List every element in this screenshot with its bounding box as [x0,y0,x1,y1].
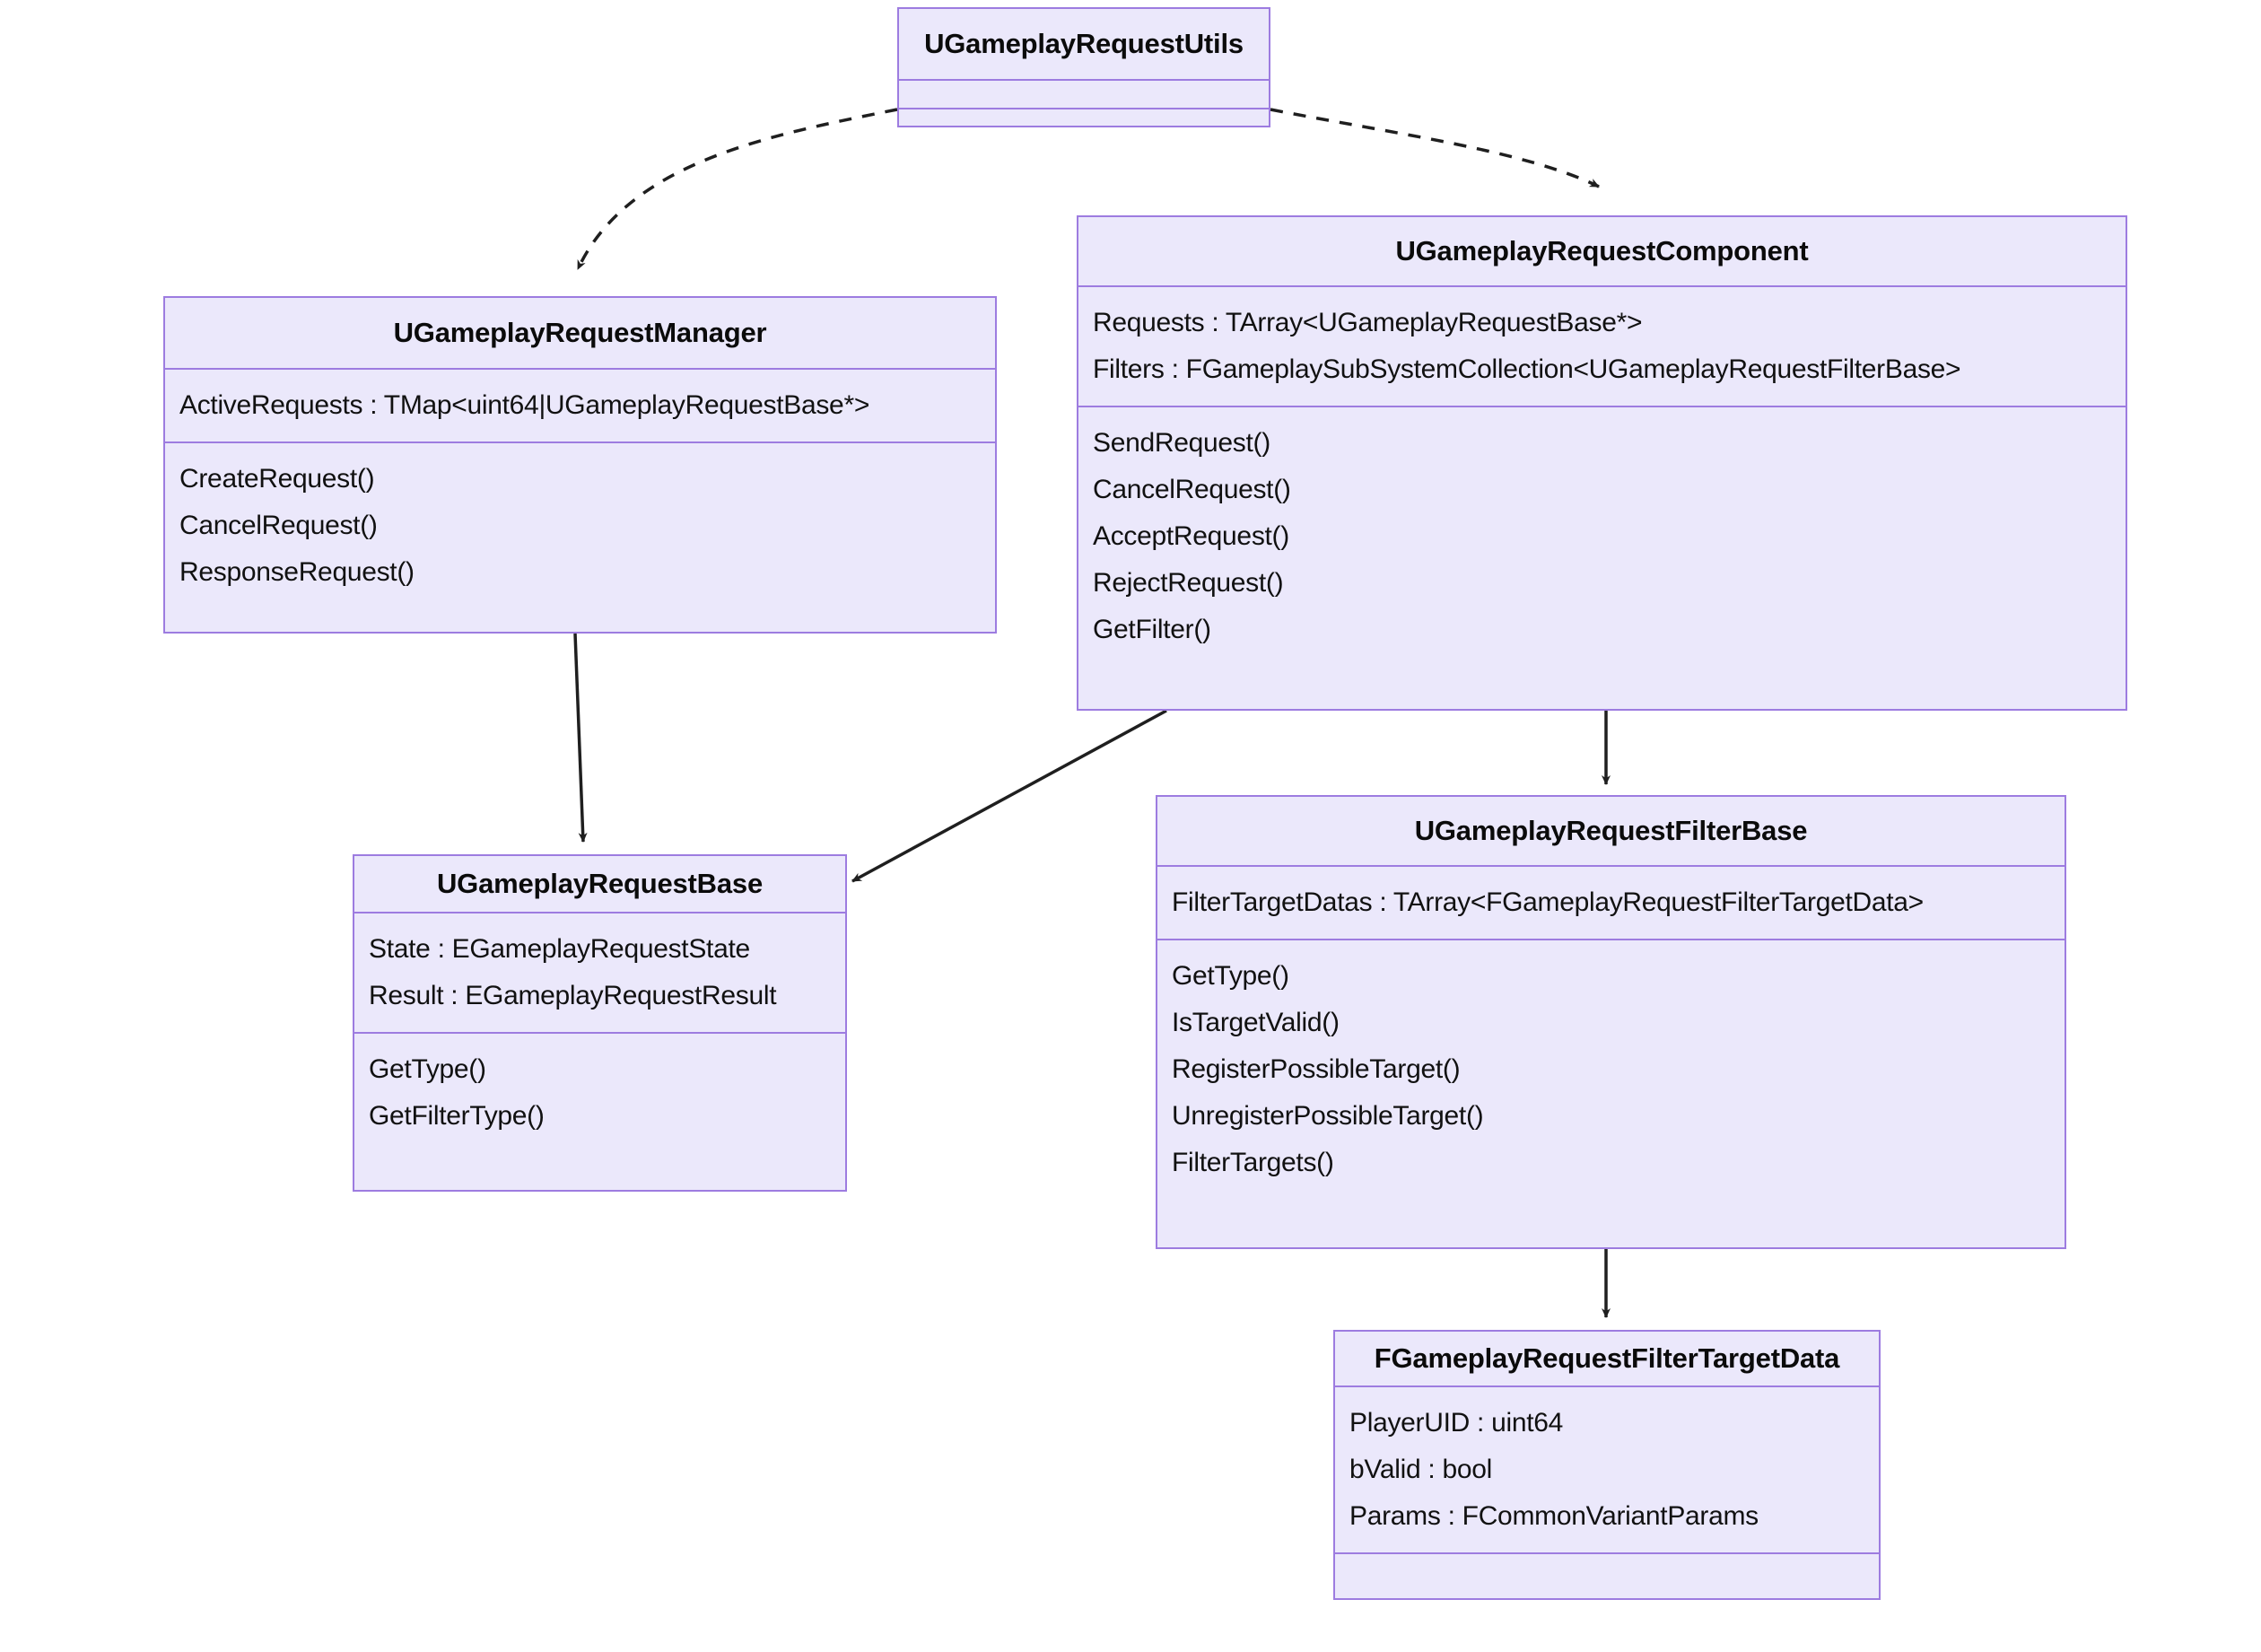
edge-utils-to-component [1270,108,1600,188]
class-attribute: FilterTargetDatas : TArray<FGameplayRequ… [1172,887,1924,917]
edge-component-to-request-base [851,709,1167,883]
class-method: AcceptRequest() [1093,521,1289,551]
class-node-utils[interactable]: UGameplayRequestUtils [897,7,1270,127]
class-attribute: bValid : bool [1349,1455,1492,1484]
edge-utils-to-manager [576,108,898,270]
class-title-component: UGameplayRequestComponent [1395,235,1809,267]
class-method: UnregisterPossibleTarget() [1172,1101,1484,1131]
class-attribute: ActiveRequests : TMap<uint64|UGameplayRe… [179,390,870,420]
class-title-request-base: UGameplayRequestBase [437,868,763,899]
class-methods-utils [899,108,1269,127]
class-method: GetFilter() [1093,615,1211,644]
class-title-manager: UGameplayRequestManager [393,317,767,348]
class-attribute: State : EGameplayRequestState [369,934,750,964]
class-attributes-utils [899,79,1269,108]
class-method: CancelRequest() [1093,475,1291,504]
class-methods-filter-base: GetType() IsTargetValid() RegisterPossib… [1157,939,2065,1199]
class-title-utils: UGameplayRequestUtils [924,28,1244,59]
class-node-filter-base[interactable]: UGameplayRequestFilterBase FilterTargetD… [1156,795,2066,1249]
class-attributes-filter-target-data: PlayerUID : uint64 bValid : bool Params … [1335,1385,1879,1552]
class-attribute: Result : EGameplayRequestResult [369,981,777,1010]
class-method: FilterTargets() [1172,1148,1334,1177]
class-attributes-filter-base: FilterTargetDatas : TArray<FGameplayRequ… [1157,865,2065,939]
class-attribute: PlayerUID : uint64 [1349,1408,1564,1438]
class-attributes-manager: ActiveRequests : TMap<uint64|UGameplayRe… [165,368,995,441]
edge-manager-to-request-base [573,633,588,843]
class-method: RejectRequest() [1093,568,1284,598]
class-node-component[interactable]: UGameplayRequestComponent Requests : TAr… [1077,215,2127,711]
class-node-manager[interactable]: UGameplayRequestManager ActiveRequests :… [163,296,997,634]
class-method: CreateRequest() [179,464,375,494]
class-title-filter-base: UGameplayRequestFilterBase [1414,815,1808,846]
class-node-request-base[interactable]: UGameplayRequestBase State : EGameplayRe… [353,854,847,1192]
class-method: GetType() [1172,961,1289,991]
class-methods-manager: CreateRequest() CancelRequest() Response… [165,441,995,608]
class-methods-component: SendRequest() CancelRequest() AcceptRequ… [1078,406,2126,666]
class-attributes-component: Requests : TArray<UGameplayRequestBase*>… [1078,285,2126,406]
class-method: GetType() [369,1054,486,1084]
class-method: CancelRequest() [179,511,378,540]
class-methods-request-base: GetType() GetFilterType() [354,1032,845,1152]
class-node-filter-target-data[interactable]: FGameplayRequestFilterTargetData PlayerU… [1333,1330,1881,1600]
class-title-filter-target-data: FGameplayRequestFilterTargetData [1374,1342,1840,1374]
class-method: IsTargetValid() [1172,1008,1340,1037]
class-method: SendRequest() [1093,428,1270,458]
class-method: RegisterPossibleTarget() [1172,1054,1461,1084]
class-methods-filter-target-data [1335,1552,1879,1574]
class-method: GetFilterType() [369,1101,545,1131]
class-attribute: Requests : TArray<UGameplayRequestBase*> [1093,308,1643,337]
class-attribute: Params : FCommonVariantParams [1349,1501,1759,1531]
class-method: ResponseRequest() [179,557,415,587]
class-attribute: Filters : FGameplaySubSystemCollection<U… [1093,354,1961,384]
class-attributes-request-base: State : EGameplayRequestState Result : E… [354,912,845,1032]
